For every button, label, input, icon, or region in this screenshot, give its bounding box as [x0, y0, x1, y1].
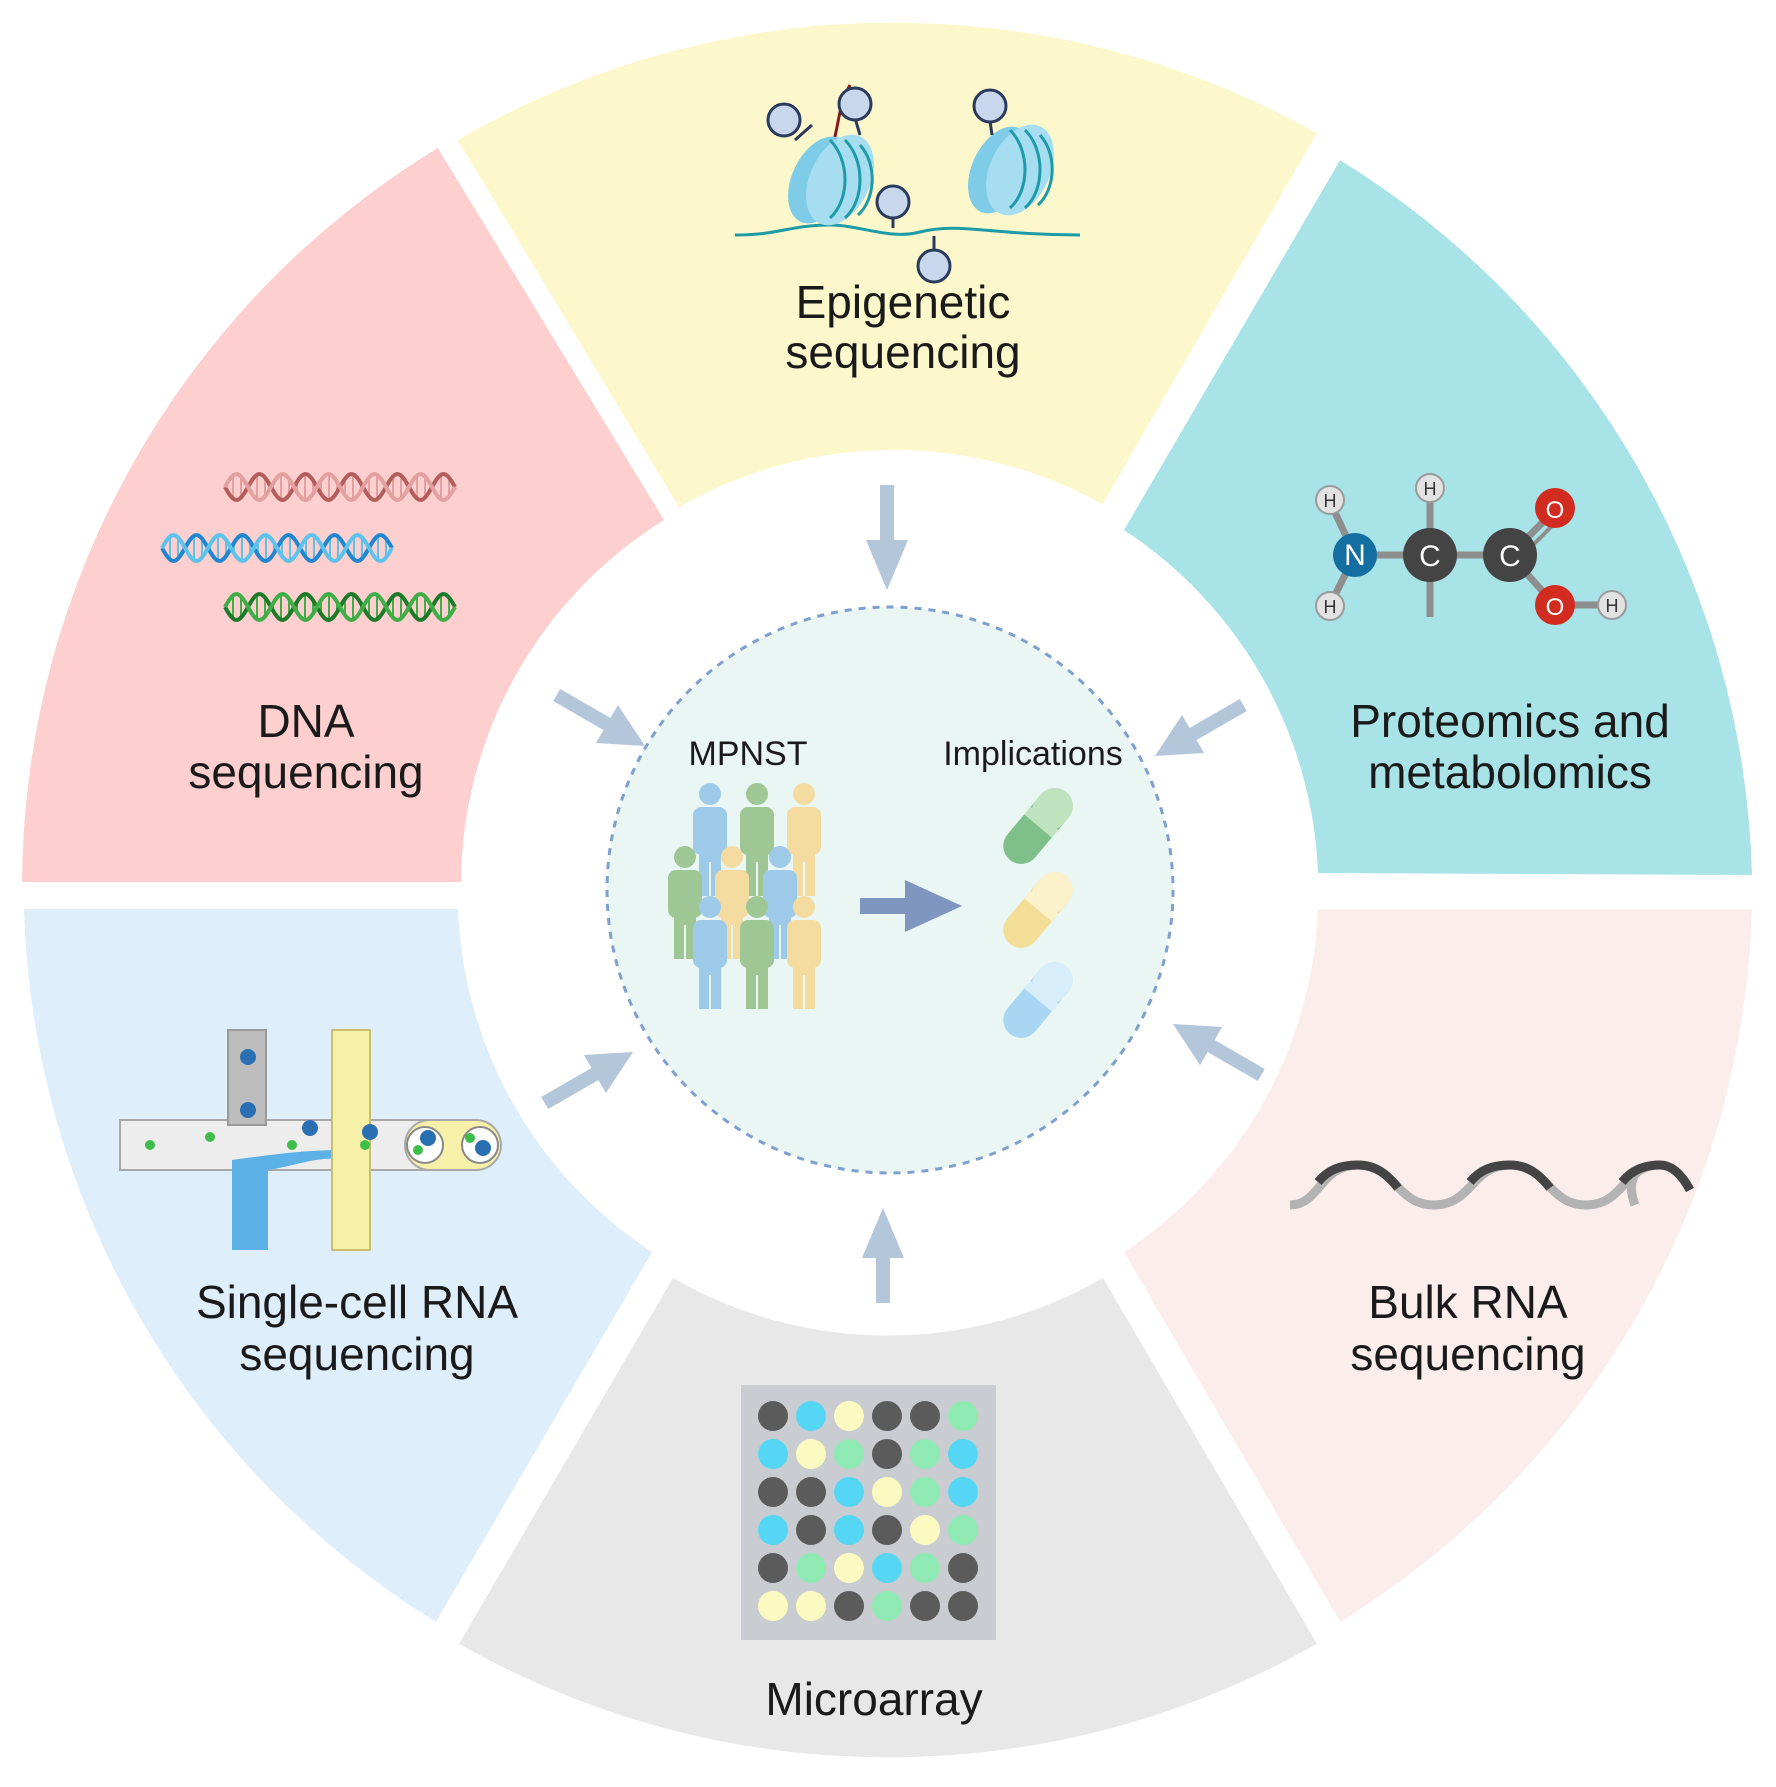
dna-helix-icon — [160, 471, 457, 623]
label-proteomics-line1: Proteomics and — [1350, 695, 1670, 747]
microarray-spot — [872, 1553, 902, 1583]
microarray-spot — [834, 1401, 864, 1431]
microarray-spot — [796, 1439, 826, 1469]
arrow-from-epigenetic — [866, 485, 908, 590]
microarray-spot — [948, 1515, 978, 1545]
microarray-spot — [948, 1439, 978, 1469]
atom-h1: H — [1324, 491, 1337, 511]
atom-h2: H — [1324, 597, 1337, 617]
segment-epigenetic — [457, 22, 1317, 508]
segment-proteomics — [1124, 160, 1752, 875]
microarray-spot — [910, 1515, 940, 1545]
microarray-spot — [872, 1477, 902, 1507]
atom-o2: O — [1546, 594, 1565, 621]
arrow-from-single-cell — [541, 1052, 634, 1110]
atom-o1: O — [1546, 497, 1565, 524]
label-microarray: Microarray — [765, 1673, 982, 1725]
label-dna-line1: DNA — [257, 695, 354, 747]
people-group-icon — [668, 783, 821, 1009]
microarray-spot — [948, 1477, 978, 1507]
microarray-spot — [948, 1553, 978, 1583]
microarray-spot — [758, 1401, 788, 1431]
microarray-spot — [758, 1477, 788, 1507]
arrow-from-bulk-rna — [1172, 1024, 1265, 1082]
label-mpnst: MPNST — [689, 735, 808, 773]
microarray-spot — [910, 1401, 940, 1431]
microarray-grid-icon — [741, 1385, 996, 1640]
microarray-spot — [910, 1477, 940, 1507]
label-single-cell-line1: Single-cell RNA — [196, 1276, 518, 1328]
atom-h3: H — [1424, 479, 1437, 499]
microarray-spot — [948, 1591, 978, 1621]
microarray-spot — [796, 1515, 826, 1545]
microarray-spot — [796, 1401, 826, 1431]
molecule-icon: N C C O O H H H H — [1315, 473, 1627, 625]
microarray-spot — [796, 1553, 826, 1583]
microarray-spot — [872, 1515, 902, 1545]
microarray-spot — [758, 1515, 788, 1545]
label-single-cell-line2: sequencing — [239, 1328, 474, 1380]
microarray-spot — [872, 1401, 902, 1431]
microarray-spot — [910, 1591, 940, 1621]
segment-bulk-rna — [1124, 909, 1752, 1622]
microfluidic-chip-icon — [119, 1029, 502, 1251]
label-proteomics-line2: metabolomics — [1368, 746, 1652, 798]
microarray-spot — [910, 1553, 940, 1583]
microarray-spot — [834, 1553, 864, 1583]
microarray-spot — [834, 1515, 864, 1545]
pills-icon — [1003, 788, 1073, 1038]
atom-h4: H — [1606, 596, 1619, 616]
label-bulk-rna-line2: sequencing — [1350, 1328, 1585, 1380]
nucleosome-icon — [734, 84, 1081, 284]
microarray-spot — [758, 1553, 788, 1583]
microarray-spot — [834, 1439, 864, 1469]
atom-c1: C — [1419, 540, 1441, 573]
microarray-spot — [834, 1477, 864, 1507]
microarray-spot — [872, 1439, 902, 1469]
microarray-spot — [758, 1591, 788, 1621]
label-epigenetic-line2: sequencing — [785, 326, 1020, 378]
microarray-spot — [834, 1591, 864, 1621]
microarray-spot — [872, 1591, 902, 1621]
microarray-spot — [910, 1439, 940, 1469]
segment-dna — [22, 148, 664, 882]
rna-strand-icon — [1289, 1160, 1694, 1210]
microarray-spot — [796, 1591, 826, 1621]
label-epigenetic-line1: Epigenetic — [796, 276, 1011, 328]
center-arrow — [860, 880, 962, 932]
arrow-from-microarray — [862, 1208, 904, 1303]
label-dna-line2: sequencing — [188, 746, 423, 798]
microarray-spot — [948, 1401, 978, 1431]
atom-n: N — [1344, 539, 1366, 572]
atom-c2: C — [1499, 540, 1521, 573]
microarray-spot — [758, 1439, 788, 1469]
segment-single-cell — [24, 909, 652, 1622]
arrows — [541, 485, 1265, 1303]
label-implications: Implications — [943, 735, 1123, 773]
label-bulk-rna-line1: Bulk RNA — [1368, 1276, 1568, 1328]
arrow-from-dna — [553, 688, 646, 746]
arrow-from-proteomics — [1154, 698, 1247, 756]
microarray-spot — [796, 1477, 826, 1507]
